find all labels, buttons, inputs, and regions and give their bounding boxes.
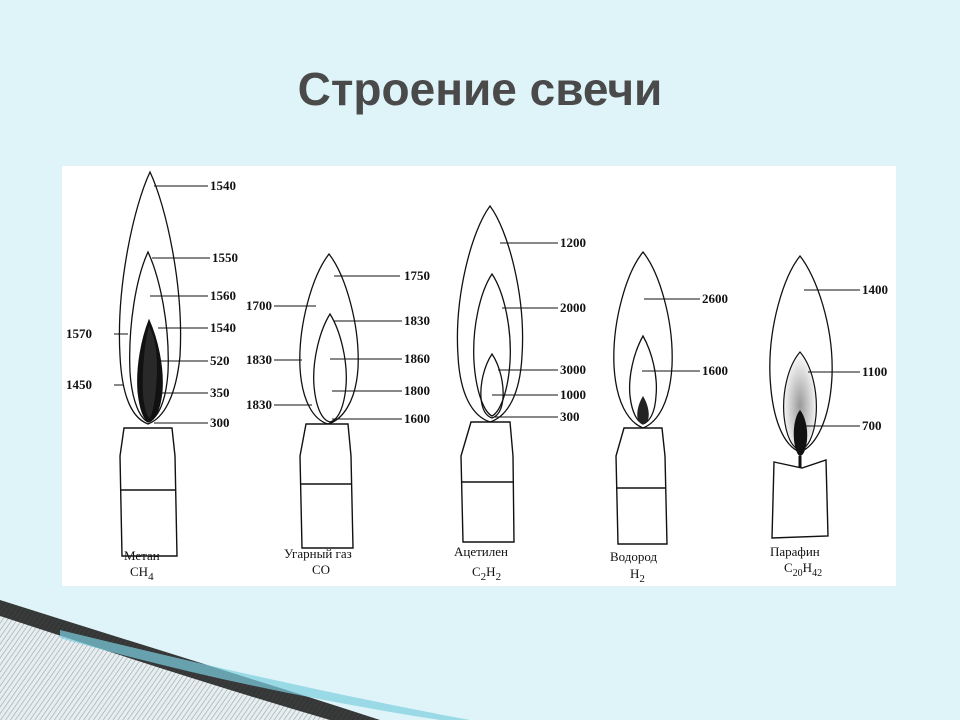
temp-label: 1200	[560, 235, 586, 250]
candle-hydrogen-body	[615, 427, 668, 545]
temp-label: 1400	[862, 282, 888, 297]
candle-paraffin: 1400 1100 700 Парафин C20H42	[769, 254, 888, 579]
flame-hydrogen-inner	[628, 334, 658, 425]
temp-label: 1600	[404, 411, 430, 426]
slide-title: Строение свечи	[297, 63, 663, 115]
candle-methane-body	[119, 427, 178, 557]
candle-name: Водород	[610, 549, 658, 564]
flame-acetylene-middle	[473, 272, 511, 417]
flame-methane-outer	[118, 170, 182, 425]
flame-hydrogen-outer	[613, 250, 673, 429]
flame-acetylene-outer	[456, 204, 524, 423]
flame-co-inner	[313, 312, 347, 423]
temp-label: 1540	[210, 320, 236, 335]
temp-label: 1100	[862, 364, 887, 379]
temp-label: 1000	[560, 387, 586, 402]
temp-label: 3000	[560, 362, 586, 377]
temp-label: 1830	[246, 352, 272, 367]
flame-acetylene-inner	[480, 352, 504, 419]
candle-name: Парафин	[770, 544, 820, 559]
temp-label: 1560	[210, 288, 236, 303]
candle-formula: C2H2	[472, 564, 501, 583]
flame-methane-glow	[142, 326, 157, 418]
flame-paraffin-core	[793, 410, 808, 456]
decorative-corner	[0, 600, 470, 720]
temp-label: 1570	[66, 326, 92, 341]
candle-formula: C20H42	[784, 560, 822, 579]
temp-label: 1550	[212, 250, 238, 265]
temp-label: 1540	[210, 178, 236, 193]
temp-label: 1450	[66, 377, 92, 392]
candle-methane: 1540 1550 1560 1540 520 350 300 1570 145…	[66, 170, 238, 583]
candle-paraffin-body	[771, 459, 829, 539]
temp-label: 2000	[560, 300, 586, 315]
temp-label: 1830	[246, 397, 272, 412]
flame-co-outer	[299, 252, 359, 425]
temp-label: 1830	[404, 313, 430, 328]
candle-hydrogen: 2600 1600 Водород H2	[610, 250, 728, 585]
temp-label: 1600	[702, 363, 728, 378]
candle-co-body	[299, 423, 354, 549]
diagram-panel: 1540 1550 1560 1540 520 350 300 1570 145…	[62, 166, 896, 586]
candle-formula: H2	[630, 566, 645, 585]
candle-name: Ацетилен	[454, 544, 508, 559]
temp-label: 350	[210, 385, 230, 400]
temp-label: 300	[560, 409, 580, 424]
temp-label: 1800	[404, 383, 430, 398]
candle-formula: CH4	[130, 564, 154, 583]
candle-name: Метан	[124, 548, 160, 563]
temp-label: 1750	[404, 268, 430, 283]
candle-formula: CO	[312, 562, 330, 577]
temp-label: 300	[210, 415, 230, 430]
flame-diagram: 1540 1550 1560 1540 520 350 300 1570 145…	[66, 170, 888, 585]
candle-name: Угарный газ	[284, 546, 352, 561]
temp-label: 520	[210, 353, 230, 368]
temp-label: 700	[862, 418, 882, 433]
candle-acetylene: 1200 2000 3000 1000 300 Ацетилен C2H2	[454, 204, 586, 583]
flame-hydrogen-core	[637, 396, 649, 423]
flame-methane-core	[137, 318, 163, 423]
temp-label: 1860	[404, 351, 430, 366]
candle-carbon-monoxide: 1750 1830 1860 1800 1600 1700 1830 1830 …	[246, 252, 430, 577]
temp-label: 1700	[246, 298, 272, 313]
temp-label: 2600	[702, 291, 728, 306]
